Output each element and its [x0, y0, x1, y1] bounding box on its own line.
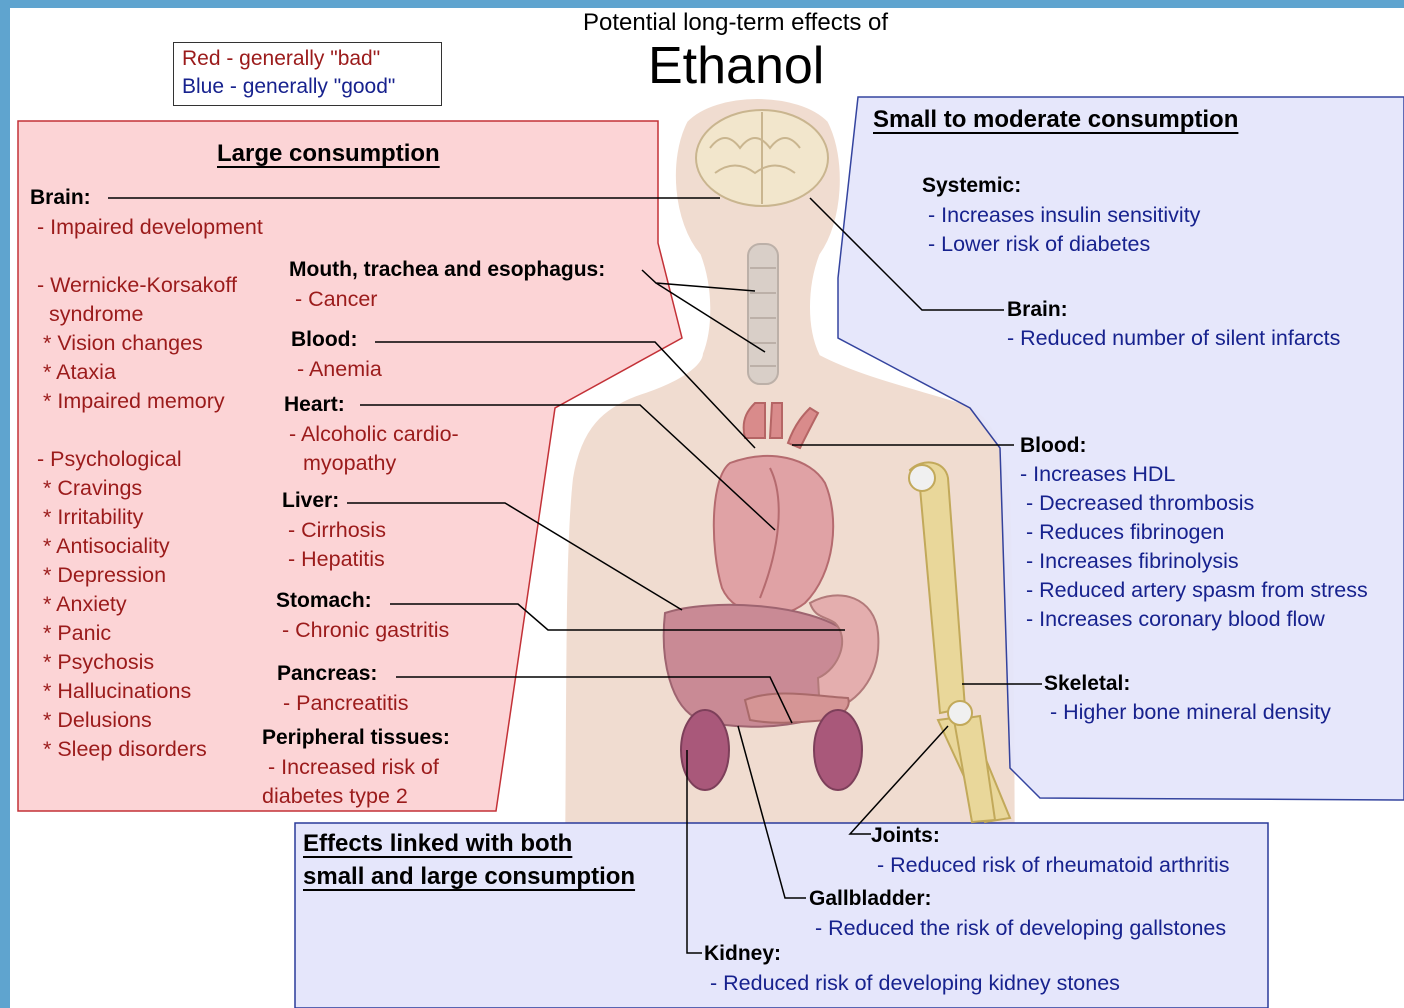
large-brain-item: * Irritability — [43, 505, 143, 530]
large-heart-item: - Alcoholic cardio- — [289, 422, 459, 447]
large-brain-item: - Psychological — [37, 447, 182, 472]
large-brain-item: * Anxiety — [43, 592, 127, 617]
large-blood-label: Blood: — [291, 328, 357, 352]
large-consumption-heading: Large consumption — [217, 140, 440, 168]
large-pancreas-item: - Pancreatitis — [283, 691, 408, 716]
small-blood-item: - Decreased thrombosis — [1026, 491, 1254, 516]
large-heart-label: Heart: — [284, 393, 345, 417]
both-heading-line2: small and large consumption — [303, 863, 635, 891]
both-gallbladder-label: Gallbladder: — [809, 887, 932, 911]
legend-blue: Blue - generally "good" — [182, 75, 395, 99]
both-joints-label: Joints: — [871, 824, 940, 848]
large-liver-item: - Cirrhosis — [288, 518, 386, 543]
legend-red: Red - generally "bad" — [182, 47, 380, 71]
legend: Red - generally "bad" Blue - generally "… — [173, 42, 442, 106]
diagram-canvas: Potential long-term effects of Ethanol R… — [10, 8, 1404, 1008]
kidney-left-organ — [681, 710, 729, 790]
large-brain-item: * Cravings — [43, 476, 142, 501]
both-kidney-item: - Reduced risk of developing kidney ston… — [710, 971, 1120, 996]
large-brain-item: - Impaired development — [37, 215, 263, 240]
large-stomach-label: Stomach: — [276, 589, 372, 613]
large-brain-item: * Panic — [43, 621, 111, 646]
large-mouth-item: - Cancer — [295, 287, 377, 312]
both-kidney-label: Kidney: — [704, 942, 781, 966]
large-peripheral-label: Peripheral tissues: — [262, 726, 450, 750]
large-liver-item: - Hepatitis — [288, 547, 385, 572]
heart-organ — [714, 456, 833, 615]
large-brain-item: * Antisociality — [43, 534, 170, 559]
page-title: Ethanol — [648, 36, 824, 96]
small-skeletal-label: Skeletal: — [1044, 672, 1130, 696]
subtitle: Potential long-term effects of — [583, 9, 888, 37]
small-blood-item: - Increases HDL — [1020, 462, 1175, 487]
large-peripheral-item: - Increased risk of — [268, 755, 439, 780]
large-blood-item: - Anemia — [297, 357, 382, 382]
small-consumption-heading: Small to moderate consumption — [873, 106, 1238, 134]
small-systemic-item: - Lower risk of diabetes — [928, 232, 1150, 257]
large-liver-label: Liver: — [282, 489, 339, 513]
large-brain-label: Brain: — [30, 186, 91, 210]
large-brain-item: * Sleep disorders — [43, 737, 207, 762]
small-brain-item: - Reduced number of silent infarcts — [1007, 326, 1340, 351]
large-brain-item: * Depression — [43, 563, 166, 588]
both-gallbladder-item: - Reduced the risk of developing gallsto… — [815, 916, 1226, 941]
large-mouth-label: Mouth, trachea and esophagus: — [289, 258, 605, 282]
large-brain-item: * Vision changes — [43, 331, 203, 356]
kidney-right-organ — [814, 710, 862, 790]
small-systemic-label: Systemic: — [922, 174, 1021, 198]
large-heart-item: myopathy — [303, 451, 396, 476]
large-brain-item: syndrome — [49, 302, 143, 327]
large-peripheral-item: diabetes type 2 — [262, 784, 408, 809]
brain-organ — [696, 110, 828, 206]
large-brain-item: * Impaired memory — [43, 389, 225, 414]
large-brain-item: - Wernicke-Korsakoff — [37, 273, 237, 298]
small-blood-item: - Increases fibrinolysis — [1026, 549, 1239, 574]
trachea-organ — [748, 244, 778, 384]
small-blood-item: - Reduces fibrinogen — [1026, 520, 1224, 545]
small-systemic-item: - Increases insulin sensitivity — [928, 203, 1200, 228]
small-blood-item: - Reduced artery spasm from stress — [1026, 578, 1368, 603]
both-heading-line1: Effects linked with both — [303, 830, 572, 858]
large-brain-item: * Delusions — [43, 708, 152, 733]
large-brain-item: * Hallucinations — [43, 679, 191, 704]
small-blood-item: - Increases coronary blood flow — [1026, 607, 1325, 632]
small-brain-label: Brain: — [1007, 298, 1068, 322]
both-joints-item: - Reduced risk of rheumatoid arthritis — [877, 853, 1230, 878]
large-brain-item: * Psychosis — [43, 650, 154, 675]
large-stomach-item: - Chronic gastritis — [282, 618, 449, 643]
small-skeletal-item: - Higher bone mineral density — [1050, 700, 1331, 725]
large-pancreas-label: Pancreas: — [277, 662, 377, 686]
small-blood-label: Blood: — [1020, 434, 1086, 458]
large-brain-item: * Ataxia — [43, 360, 116, 385]
